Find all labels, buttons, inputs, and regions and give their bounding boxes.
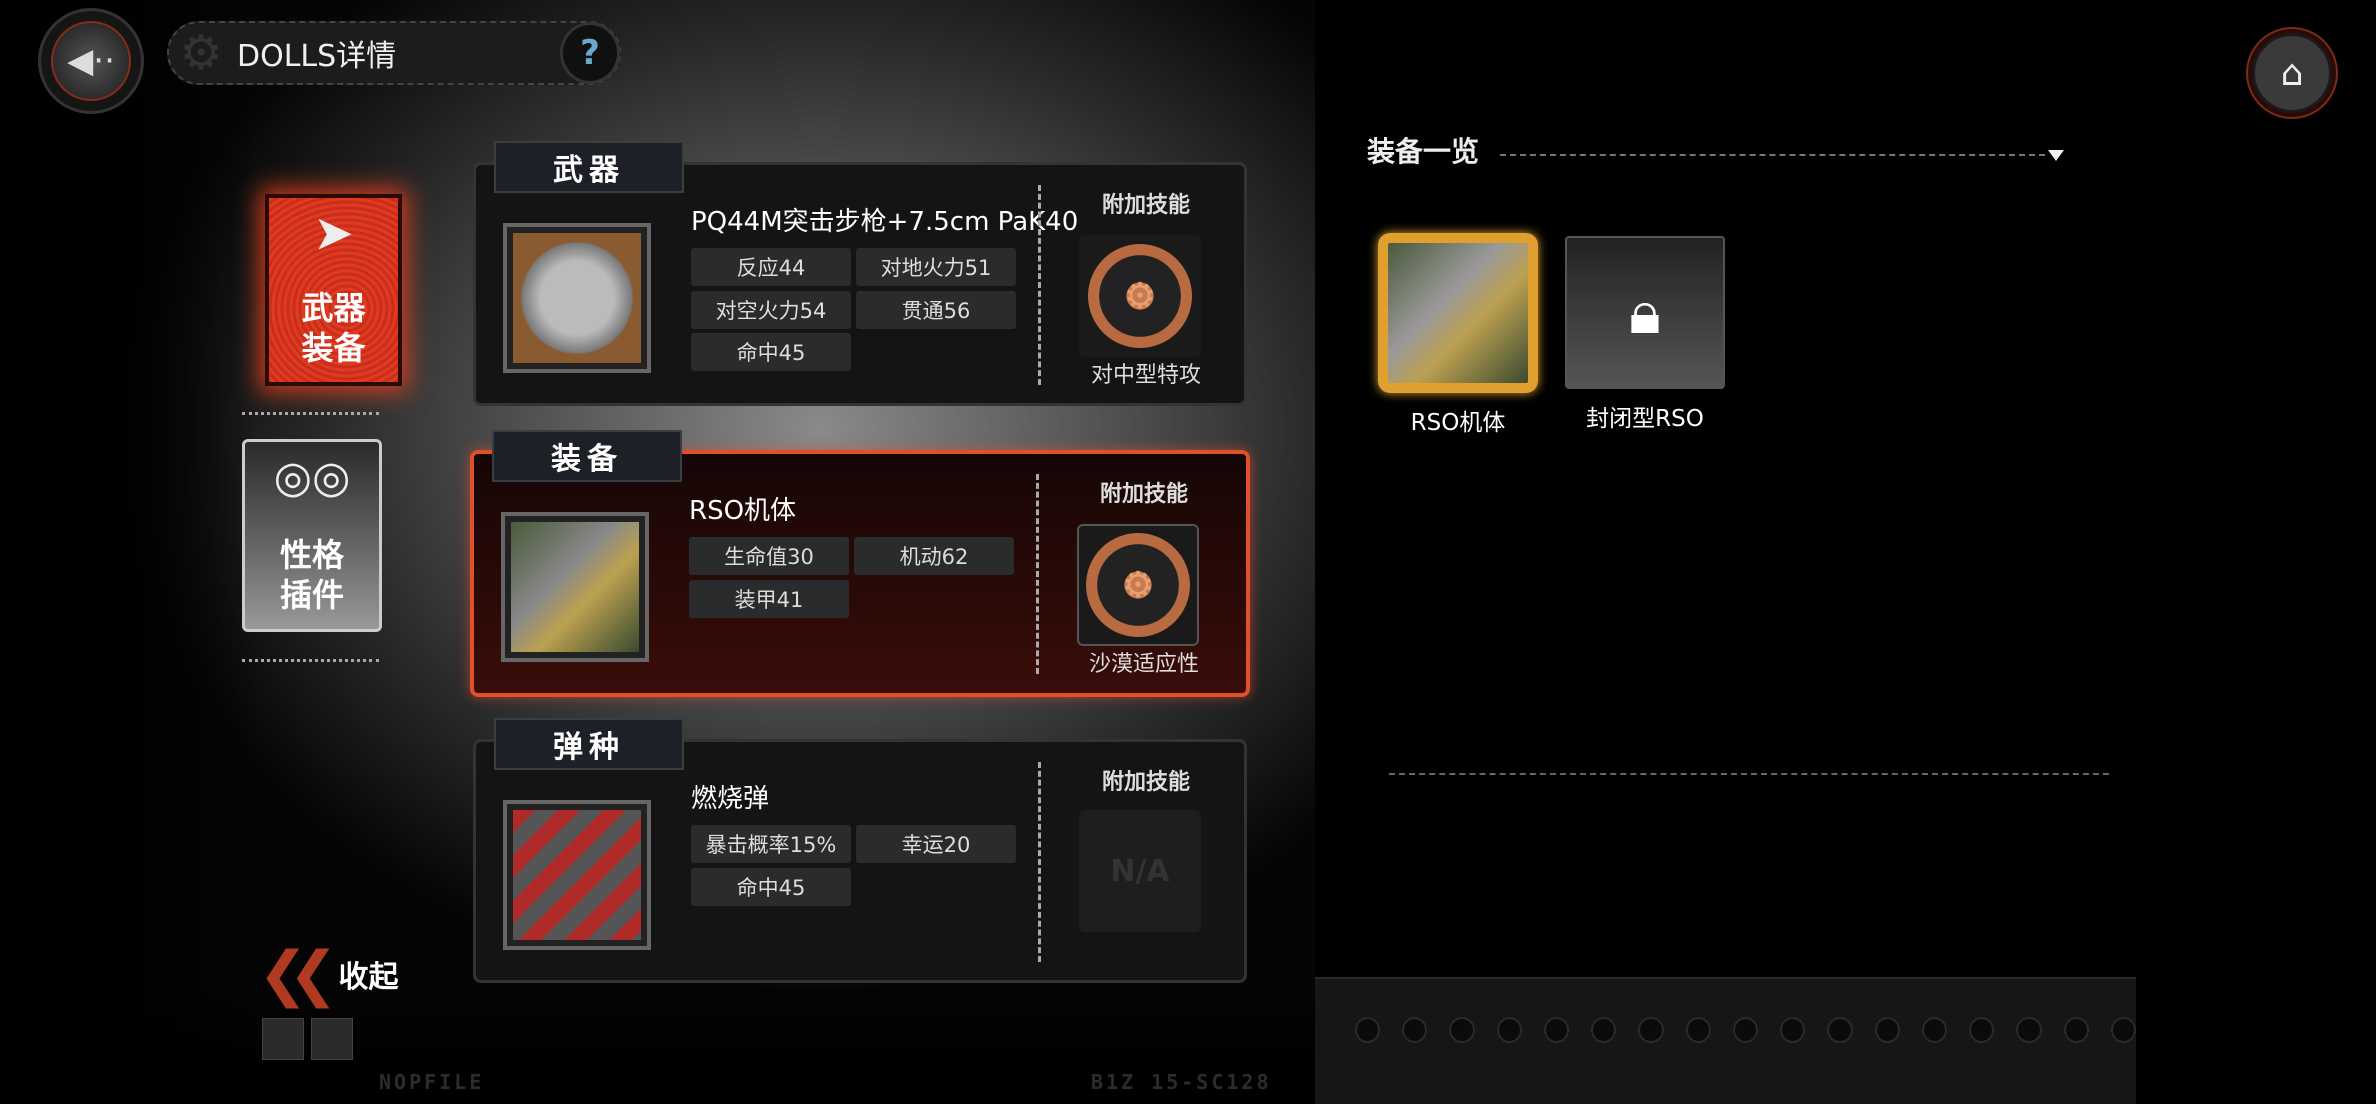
tab-label: 装备 [301, 329, 366, 367]
stat-chip: 装甲41 [689, 580, 849, 618]
skill-icon-button[interactable]: ⚙ [1079, 235, 1201, 357]
back-arrow-icon: ◀·· [67, 41, 115, 81]
equipment-item[interactable]: RSO机体 [1378, 233, 1538, 437]
weapon-image [503, 223, 651, 373]
page-indicator [262, 1018, 304, 1060]
card-header: 弹种 [494, 718, 684, 770]
stat-chip: 对空火力54 [691, 291, 851, 329]
equipment-image [501, 512, 649, 662]
tab-personality-plugin[interactable]: ◎◎ 性格 插件 [242, 439, 382, 632]
tab-label: 插件 [279, 576, 344, 614]
equipment-list-title: 装备一览 [1367, 135, 1480, 168]
item-name: RSO机体 [689, 496, 797, 526]
gear-icon: ⚙ [179, 25, 223, 81]
divider [242, 659, 379, 662]
item-label: RSO机体 [1410, 410, 1506, 436]
skill-empty: N/A [1079, 810, 1201, 932]
stat-chip: 命中45 [691, 868, 851, 906]
footer-text: B1Z 15-SC128 [1091, 1070, 1272, 1094]
cog-icon: ⚙ [1088, 244, 1192, 348]
divider [1389, 773, 2109, 775]
decorative-strip [1315, 977, 2136, 1104]
skill-title: 附加技能 [1099, 481, 1188, 507]
tab-weapon-equipment[interactable]: ➤ 武器 装备 [265, 194, 402, 386]
stat-chip: 反应44 [691, 248, 851, 286]
gears-icon: ◎◎ [273, 452, 351, 503]
stat-chip: 机动62 [854, 537, 1014, 575]
double-chevron-left-icon: ❮❮ [258, 939, 338, 1009]
skill-title: 附加技能 [1101, 192, 1190, 218]
footer-text: NOPFILE [379, 1070, 485, 1094]
stat-chip: 贯通56 [856, 291, 1016, 329]
item-label: 封闭型RSO [1586, 406, 1704, 432]
tab-label: 性格 [279, 536, 344, 574]
weapon-card[interactable]: 武器 PQ44M突击步枪+7.5cm PaK40 反应44 对地火力51 对空火… [473, 141, 1247, 406]
skill-label: 沙漠适应性 [1088, 652, 1199, 677]
stat-chip: 命中45 [691, 333, 851, 371]
ammo-image [503, 800, 651, 950]
stat-chip: 对地火力51 [856, 248, 1016, 286]
bullet-icon: ➤ [315, 208, 352, 259]
card-header: 装备 [492, 430, 682, 482]
stat-chip: 生命值30 [689, 537, 849, 575]
skill-icon-button[interactable]: ⚙ [1077, 524, 1199, 646]
item-name: 燃烧弹 [691, 784, 770, 814]
page-title: DOLLS详情 [237, 39, 397, 74]
skill-label: 对中型特攻 [1090, 363, 1201, 388]
home-icon: ⌂ [2280, 52, 2304, 94]
stat-chip: 幸运20 [856, 825, 1016, 863]
ammo-card[interactable]: 弹种 燃烧弹 暴击概率15% 幸运20 命中45 附加技能 N/A [473, 718, 1247, 983]
tab-label: 武器 [301, 289, 366, 327]
page-indicator [311, 1018, 353, 1060]
dropdown-triangle-icon[interactable] [2048, 150, 2064, 161]
home-button[interactable]: ⌂ [2252, 33, 2332, 113]
cog-icon: ⚙ [1086, 533, 1190, 637]
item-name: PQ44M突击步枪+7.5cm PaK40 [691, 207, 1079, 237]
collapse-button[interactable]: ❮❮ 收起 [258, 939, 399, 1009]
card-header: 武器 [494, 141, 684, 193]
stat-chip: 暴击概率15% [691, 825, 851, 863]
background-fade-bottom [0, 980, 1315, 1104]
divider [1038, 185, 1041, 385]
collapse-label: 收起 [338, 960, 399, 995]
back-button[interactable]: ◀·· [38, 8, 144, 114]
title-bar: ⚙ DOLLS详情 [167, 21, 621, 85]
item-thumbnail [1378, 233, 1538, 393]
skill-title: 附加技能 [1101, 769, 1190, 795]
background-fade [0, 0, 260, 1104]
equipment-card[interactable]: 装备 RSO机体 生命值30 机动62 装甲41 附加技能 ⚙ 沙漠适应性 [470, 430, 1250, 697]
help-button[interactable]: ? [560, 22, 620, 84]
equipment-item-locked[interactable]: 🔒︎ 封闭型RSO [1565, 236, 1725, 433]
divider [242, 412, 379, 415]
divider [1038, 762, 1041, 962]
lock-icon: 🔒︎ [1565, 236, 1725, 389]
divider [1500, 154, 2045, 156]
divider [1036, 474, 1039, 674]
